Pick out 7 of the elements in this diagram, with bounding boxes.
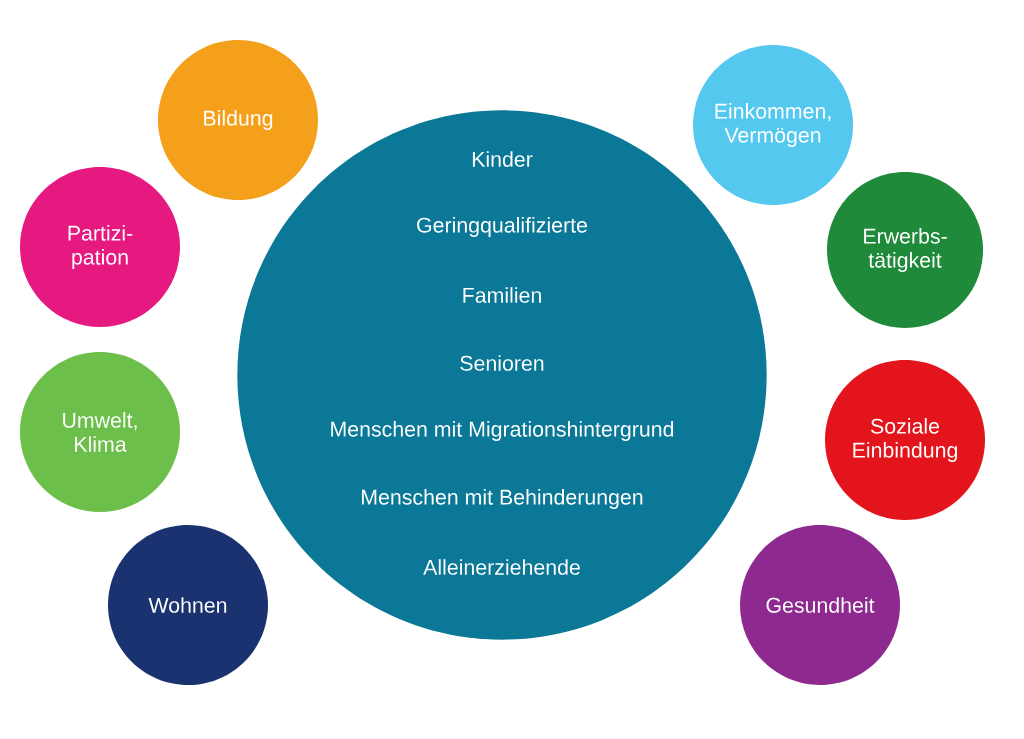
group-label: Menschen mit Migrationshintergrund [331,421,674,441]
group-label: Kinder [472,151,533,167]
group-label: Geringqualifizierte [417,217,587,237]
group-label: Menschen mit Behinderungen [362,489,643,509]
group-label: Alleinerziehende [423,559,580,575]
group-label: Familien [463,287,541,303]
group-label: Senioren [460,355,544,371]
